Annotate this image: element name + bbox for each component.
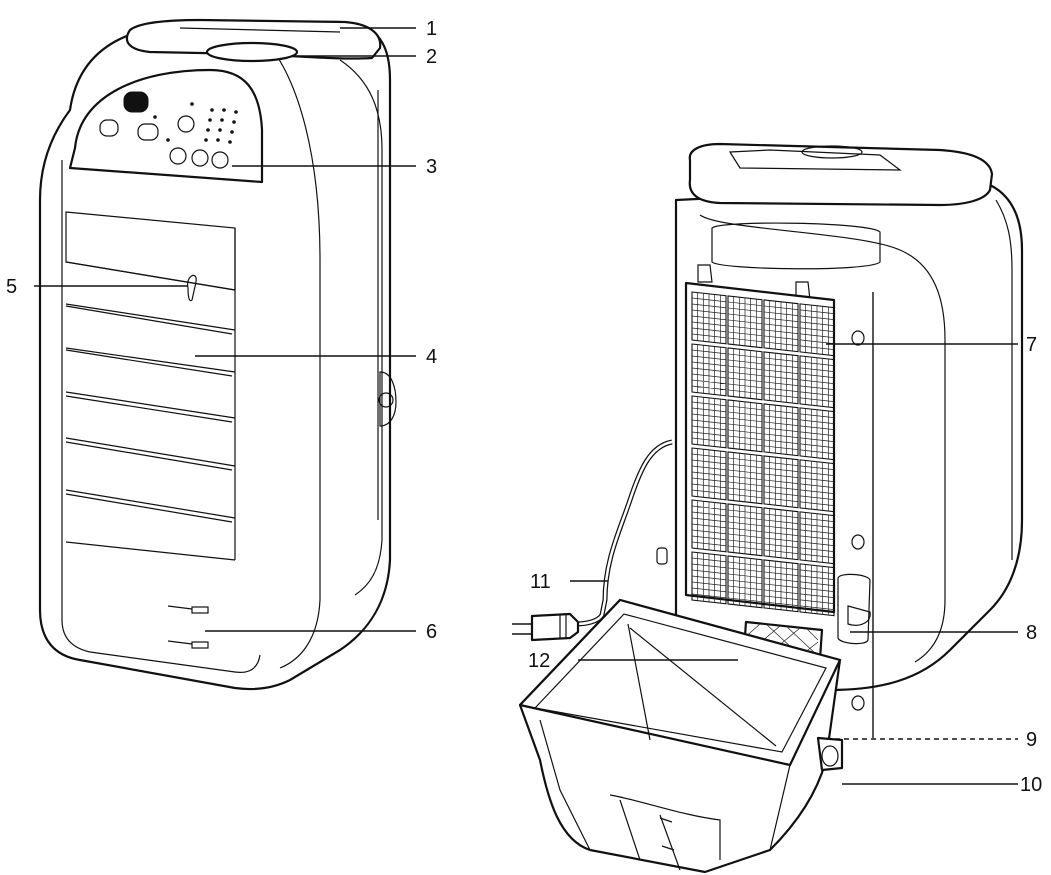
callout-6: 6	[426, 621, 437, 643]
filter-mesh-cell	[727, 295, 763, 349]
filter-mesh-cell	[763, 507, 799, 561]
filter	[684, 281, 836, 614]
filter-mesh-cell	[763, 351, 799, 405]
filter-mesh-cell	[691, 551, 727, 605]
panel-button	[137, 123, 159, 141]
filter-mesh-cell	[727, 451, 763, 505]
panel-button	[169, 147, 187, 165]
callout-10: 10	[1020, 774, 1042, 796]
filter-mesh-cell	[799, 563, 835, 617]
callout-5: 5	[6, 276, 17, 298]
front-view	[38, 18, 397, 691]
filter-mesh-cell	[727, 503, 763, 557]
filter-mesh-cell	[799, 407, 835, 461]
filter-mesh-cell	[691, 343, 727, 397]
callout-11: 11	[530, 571, 551, 593]
filter-mesh-cell	[691, 499, 727, 553]
filter-mesh-cell	[799, 511, 835, 565]
callout-9: 9	[1026, 729, 1037, 751]
front-louvres	[65, 211, 236, 561]
panel-button	[191, 149, 209, 167]
panel-button	[99, 119, 119, 137]
panel-button	[177, 115, 195, 133]
callout-1: 1	[426, 18, 437, 40]
filter-mesh-cell	[763, 299, 799, 353]
callout-leaders	[34, 27, 1018, 785]
filter-mesh-cell	[727, 347, 763, 401]
filter-mesh-cell	[799, 355, 835, 409]
filter-mesh-cell	[799, 303, 835, 357]
callout-7: 7	[1026, 334, 1037, 356]
filter-mesh-cell	[727, 555, 763, 609]
panel-button	[211, 151, 229, 169]
filter-mesh-cell	[763, 403, 799, 457]
callout-3: 3	[426, 156, 437, 178]
filter-mesh	[691, 291, 835, 617]
filter-mesh-cell	[763, 559, 799, 613]
tank-handle	[837, 573, 871, 645]
side-knob	[379, 371, 397, 427]
louvre-knob	[186, 274, 197, 302]
filter-mesh-cell	[799, 459, 835, 513]
callout-4: 4	[426, 346, 437, 368]
castor	[816, 736, 844, 772]
callout-8: 8	[1026, 622, 1037, 644]
back-view	[512, 142, 1024, 874]
water-level-mark	[191, 606, 209, 614]
filter-mesh-cell	[691, 395, 727, 449]
filter-mesh-cell	[727, 399, 763, 453]
callout-numbers: 1 2 3 4 5 6 7 8 9 10 11 12	[6, 18, 1042, 796]
power-button	[123, 91, 149, 113]
water-tank	[518, 598, 842, 874]
filter-mesh-cell	[691, 447, 727, 501]
callout-12: 12	[528, 650, 550, 672]
filter-mesh-cell	[763, 455, 799, 509]
callout-2: 2	[426, 46, 437, 68]
water-level-mark	[191, 641, 209, 649]
filter-mesh-cell	[691, 291, 727, 345]
power-plug	[512, 612, 580, 642]
